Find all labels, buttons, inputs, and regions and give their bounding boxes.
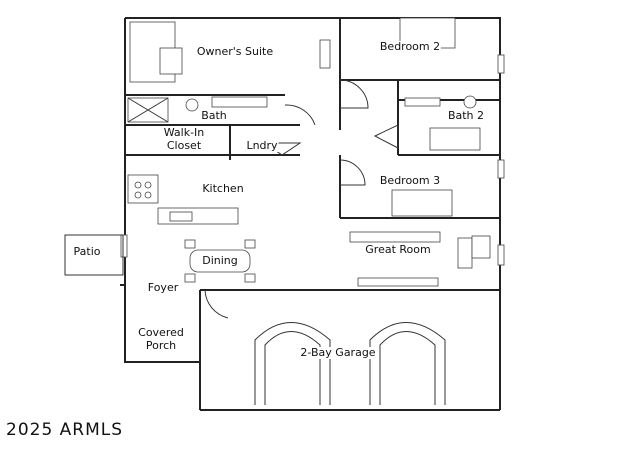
copyright-text: 2025 ARMLS — [6, 420, 124, 440]
exterior-walls — [120, 17, 501, 411]
kitchen-label: Kitchen — [201, 182, 245, 195]
windows — [120, 54, 505, 287]
bath2-label: Bath 2 — [446, 109, 486, 122]
garage-bays — [254, 322, 446, 405]
kitchen-fixtures — [127, 174, 239, 225]
walkin-closet-label-line2: Closet — [165, 139, 203, 152]
door-swings — [204, 79, 399, 319]
bedroom2-label: Bedroom 2 — [378, 40, 442, 53]
patio-label: Patio — [72, 245, 102, 258]
great-room-label: Great Room — [364, 243, 432, 256]
owners-suite-furniture — [129, 21, 331, 83]
bath-fixtures — [127, 96, 268, 123]
owners-suite-label: Owner's Suite — [195, 45, 275, 58]
covered-porch-label-line1: Covered — [137, 326, 185, 339]
bedroom3-label: Bedroom 3 — [378, 174, 442, 187]
garage-label: 2-Bay Garage — [299, 346, 377, 359]
patio-slab — [64, 234, 124, 276]
walkin-closet-label-line1: Walk-In — [162, 126, 206, 139]
foyer-label: Foyer — [146, 281, 180, 294]
laundry-label: Lndry — [245, 139, 279, 152]
dining-label: Dining — [201, 254, 239, 267]
covered-porch-label-line2: Porch — [144, 339, 178, 352]
bath-label: Bath — [200, 109, 228, 122]
